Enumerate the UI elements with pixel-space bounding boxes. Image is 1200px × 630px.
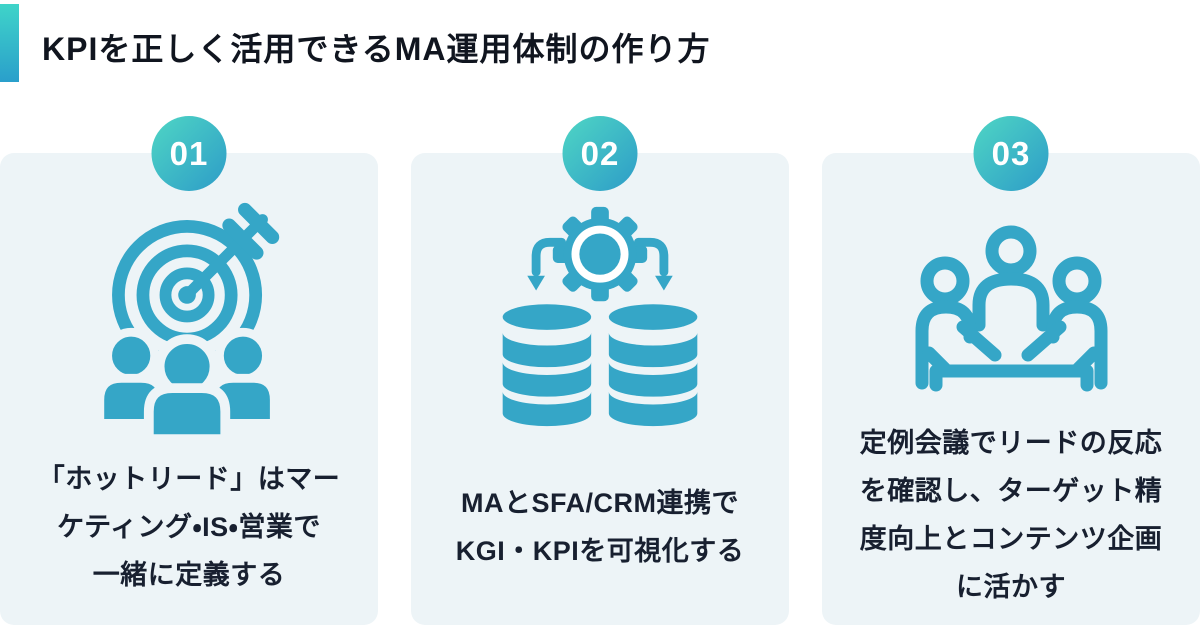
card-3-icon-area — [822, 153, 1200, 419]
target-arrow-people-icon — [94, 202, 279, 444]
card-step-3: 03 — [822, 116, 1200, 625]
page-title: KPIを正しく活用できるMA運用体制の作り方 — [42, 31, 711, 67]
step-2-number-badge: 02 — [562, 116, 638, 191]
card-step-2: 02 — [411, 116, 789, 625]
meeting-discussion-icon — [915, 225, 1107, 392]
card-2-description: MAとSFA/CRM連携で KGI・KPIを可視化する — [455, 488, 745, 566]
gear-database-sync-icon — [502, 206, 698, 427]
card-step-1: 01 — [0, 116, 378, 625]
title-accent-bar — [0, 4, 19, 82]
card-1-description: 「ホットリード」はマー ケティング・IS・営業で 一緒に定義する — [37, 464, 341, 590]
card-2-icon-area — [411, 153, 789, 443]
step-3-number-badge: 03 — [973, 116, 1049, 191]
cards-row: 01 — [0, 116, 1200, 625]
step-1-number-badge: 01 — [151, 116, 227, 191]
card-1-icon-area — [0, 153, 378, 444]
card-3-description: 定例会議でリードの反応 を確認し、ターゲット精 度向上とコンテンツ企画 に活かす — [859, 428, 1163, 602]
header: KPIを正しく活用できるMA運用体制の作り方 — [0, 0, 1200, 95]
